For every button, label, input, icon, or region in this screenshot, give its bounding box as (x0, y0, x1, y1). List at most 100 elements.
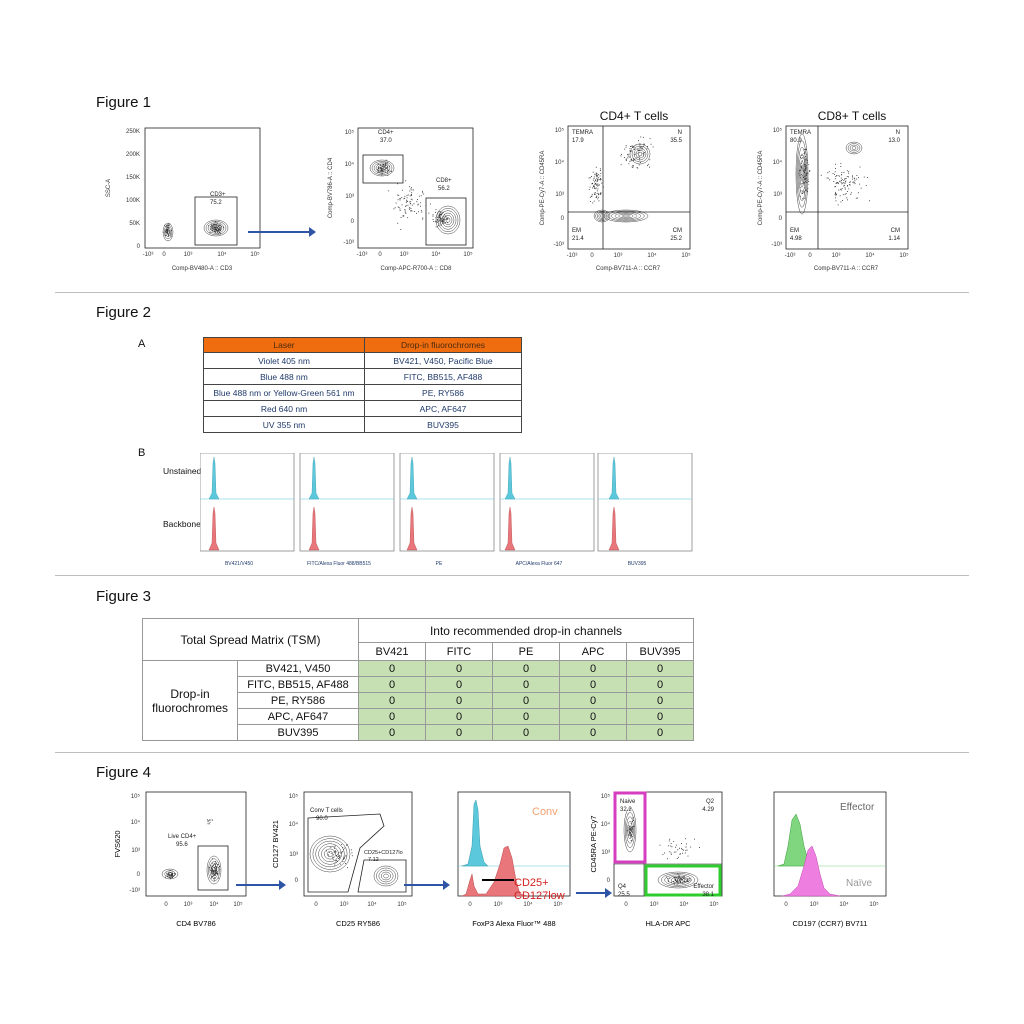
event-dot (800, 177, 802, 179)
event-dot (215, 867, 217, 869)
event-dot (679, 877, 681, 879)
event-dot (211, 227, 212, 229)
event-dot (597, 198, 599, 200)
event-dot (677, 881, 679, 883)
x-tick-labels: -10³ 0 10³ 10⁴ 10⁵ (785, 252, 909, 259)
event-dot (595, 179, 596, 181)
event-dot (600, 172, 602, 174)
event-dot (676, 880, 678, 882)
event-dot (162, 231, 164, 233)
event-dot (629, 831, 631, 833)
event-dot (685, 880, 687, 882)
event-dot (597, 188, 599, 190)
conv-label: Conv (532, 806, 558, 818)
event-dot (593, 186, 594, 187)
event-dot (630, 150, 632, 152)
event-dot (685, 849, 687, 851)
event-dot (215, 224, 217, 226)
event-dot (169, 874, 170, 876)
histogram-axis-label: PE (436, 561, 443, 567)
svg-text:0: 0 (351, 219, 355, 225)
event-dot (436, 215, 438, 217)
event-dot (630, 834, 632, 836)
event-dot (218, 873, 220, 875)
event-dot (805, 148, 807, 150)
event-dot (210, 224, 212, 226)
contour-line (445, 217, 451, 223)
event-dot (332, 857, 334, 858)
event-dot (852, 182, 854, 184)
contour-line (163, 224, 173, 240)
effector-label: Effector (840, 802, 875, 813)
event-dot (806, 167, 807, 169)
event-dot (595, 166, 597, 168)
svg-text:10⁴: 10⁴ (773, 159, 783, 166)
event-dot (630, 151, 632, 153)
contour-line (210, 864, 218, 876)
svg-text:Q4: Q4 (618, 884, 627, 890)
y-tick-labels: 250K 200K 150K 100K 50K 0 (126, 129, 141, 250)
event-dot (805, 179, 807, 180)
event-dot (332, 859, 334, 860)
event-dot (393, 208, 395, 210)
event-dot (378, 166, 379, 168)
backbone-histogram (308, 506, 320, 551)
event-dot (858, 177, 859, 179)
figure4-plot-foxp3: Conv CD25+ CD127low 0 10³ 10⁴ 10⁵ FoxP3 … (448, 790, 578, 940)
event-dot (387, 174, 389, 176)
event-dot (631, 821, 633, 823)
x-axis-label: CD197 (CCR7) BV711 (793, 919, 868, 928)
event-dot (334, 845, 336, 847)
event-dot (401, 197, 403, 199)
event-dot (218, 229, 220, 231)
event-dot (597, 179, 598, 181)
event-dot (446, 222, 448, 224)
contour-line (847, 143, 861, 153)
tsm-top-header: Into recommended drop-in channels (358, 618, 694, 643)
event-dot (835, 163, 836, 165)
event-dot (803, 168, 805, 170)
svg-text:10³: 10³ (345, 194, 354, 200)
event-dot (343, 857, 345, 859)
event-dot (803, 172, 805, 173)
event-dot (628, 828, 630, 830)
event-dot (211, 819, 213, 821)
event-dot (800, 195, 801, 197)
event-dot (843, 185, 845, 187)
event-dot (213, 870, 215, 872)
event-dot (800, 169, 802, 171)
event-dot (670, 845, 672, 847)
event-dot (417, 203, 419, 205)
event-dot (673, 881, 674, 882)
event-dot (169, 878, 171, 879)
event-dot (801, 164, 803, 166)
event-dot (443, 218, 445, 220)
event-dot (671, 881, 672, 883)
event-dot (167, 224, 169, 226)
event-dot (171, 230, 172, 232)
event-dot (170, 234, 172, 236)
event-dot (682, 876, 684, 878)
event-dot (641, 146, 643, 148)
cd8-gate-value: 56.2 (438, 186, 450, 192)
event-dot (799, 187, 801, 189)
event-dot (350, 849, 352, 851)
event-dot (168, 225, 169, 227)
event-dot (686, 878, 688, 880)
event-dot (670, 843, 672, 844)
event-dot (638, 164, 640, 166)
contour-line (622, 214, 630, 218)
event-dot (845, 181, 847, 183)
event-dot (339, 855, 341, 857)
svg-text:10⁴: 10⁴ (555, 159, 565, 166)
event-dot (411, 199, 413, 201)
contour-line (851, 146, 857, 150)
x-tick-labels: -10³ 0 10³ 10⁴ 10⁵ (357, 251, 473, 258)
event-dot (209, 866, 211, 868)
event-dot (598, 194, 599, 196)
y-axis-label: Comp-BV786-A :: CD4 (328, 157, 334, 218)
event-dot (377, 170, 379, 171)
event-dot (167, 231, 168, 233)
event-dot (404, 209, 406, 210)
event-dot (629, 160, 631, 162)
